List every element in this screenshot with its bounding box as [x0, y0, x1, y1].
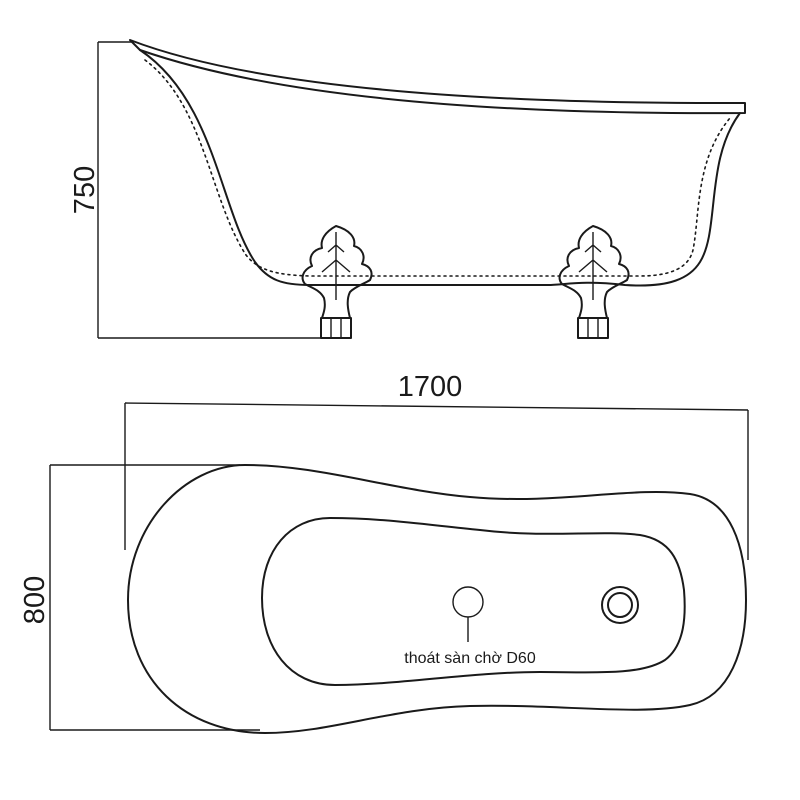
top-view: 800 thoát sàn chờ D60 [19, 464, 747, 734]
length-dimension: 1700 [124, 371, 749, 560]
tub-outer-outline [127, 464, 747, 734]
height-dimension: 750 [69, 41, 325, 339]
tub-body-outline [139, 49, 741, 287]
height-dimension-label: 750 [69, 166, 101, 214]
tub-inner-basin [261, 517, 686, 686]
side-view: 750 [69, 39, 746, 339]
left-claw-foot [301, 225, 373, 339]
tub-rim [129, 39, 746, 115]
drain-label: thoát sàn chờ D60 [404, 650, 536, 667]
right-claw-foot [558, 225, 630, 339]
drain-circle [452, 586, 484, 618]
tub-inner-dotted [144, 59, 731, 277]
width-dimension: 800 [19, 464, 260, 731]
overflow-fitting [601, 586, 639, 624]
length-dimension-label: 1700 [398, 371, 463, 403]
width-dimension-label: 800 [19, 576, 51, 624]
